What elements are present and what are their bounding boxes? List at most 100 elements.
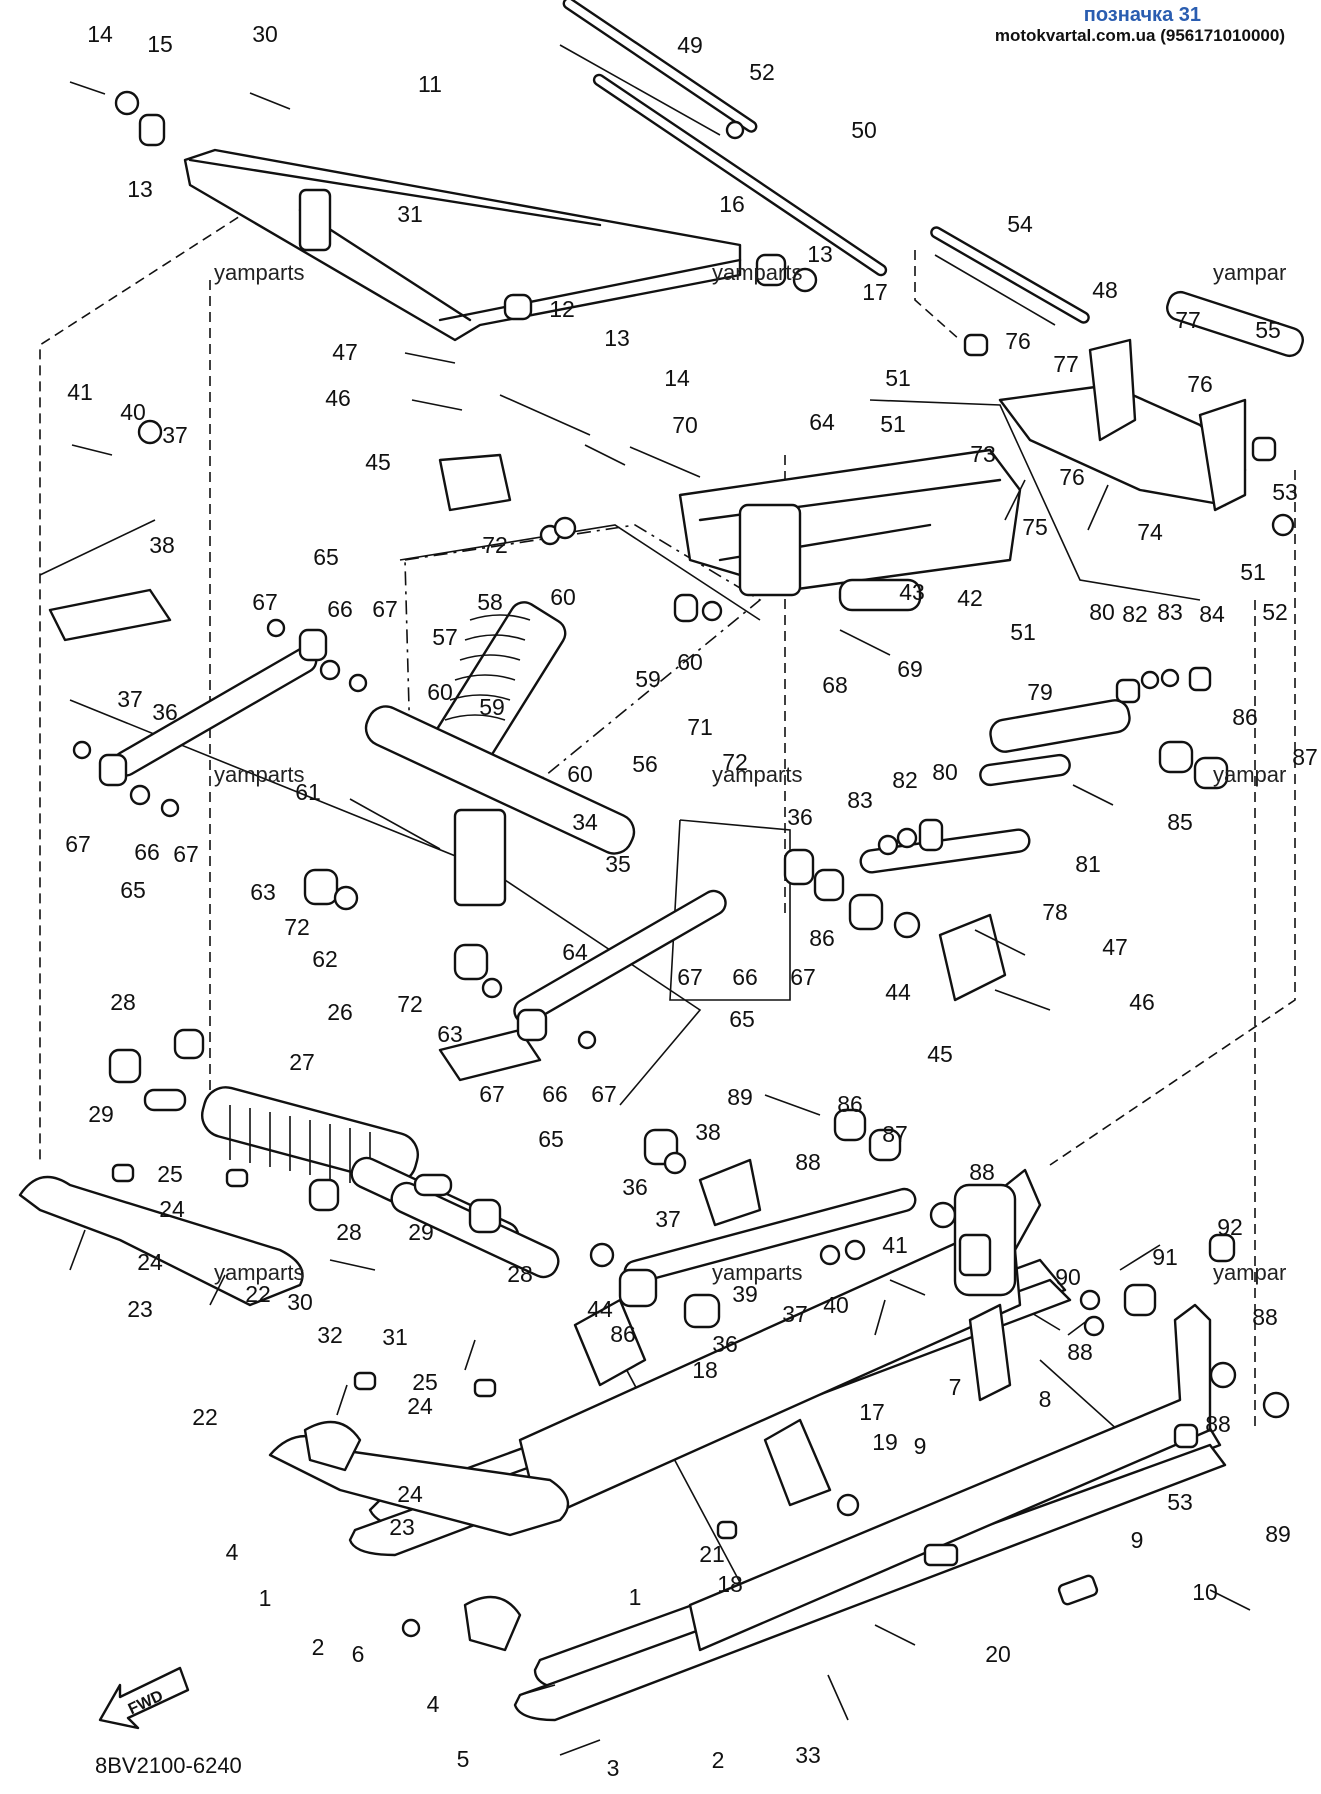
- part-number-label: 64: [562, 939, 588, 965]
- part-number-label: 47: [1102, 934, 1128, 960]
- part-number-label: 76: [1187, 371, 1213, 397]
- part-number-label: 82: [892, 767, 918, 793]
- part-number-label: 86: [1232, 704, 1258, 730]
- part-number-label: 23: [389, 1514, 415, 1540]
- part-number-label: 6: [352, 1641, 365, 1667]
- part-number-label: 29: [88, 1101, 114, 1127]
- watermark: yamparts: [214, 762, 304, 787]
- part-number-label: 37: [117, 686, 143, 712]
- part-number-label: 86: [809, 925, 835, 951]
- part-number-label: 51: [885, 365, 911, 391]
- part-number-label: 17: [859, 1399, 885, 1425]
- part-number-label: 34: [572, 809, 598, 835]
- part-number-label: 47: [332, 339, 358, 365]
- part-number-label: 1: [629, 1584, 642, 1610]
- part-number-label: 16: [719, 191, 745, 217]
- part-number-label: 24: [407, 1393, 433, 1419]
- part-number-label: 71: [687, 714, 713, 740]
- part-number-label: 70: [672, 412, 698, 438]
- part-number-label: 87: [882, 1121, 908, 1147]
- part-number-label: 38: [695, 1119, 721, 1145]
- part-number-label: 11: [418, 71, 442, 97]
- slide-rails: [348, 1168, 1227, 1722]
- part-number-label: 72: [284, 914, 310, 940]
- part-number-label: 88: [1252, 1304, 1278, 1330]
- part-number-label: 44: [885, 979, 911, 1005]
- part-number-label: 50: [851, 117, 877, 143]
- part-number-label: 63: [437, 1021, 463, 1047]
- bolts: [69, 44, 1251, 1756]
- part-number-label: 30: [287, 1289, 313, 1315]
- part-number-label: 8: [1039, 1386, 1052, 1412]
- part-number-label: 88: [795, 1149, 821, 1175]
- part-number-label: 21: [699, 1541, 725, 1567]
- part-number-label: 25: [412, 1369, 438, 1395]
- part-number-label: 65: [120, 877, 146, 903]
- watermark: yampar: [1213, 260, 1286, 285]
- watermark: yamparts: [712, 1260, 802, 1285]
- rear-arm: [678, 448, 1022, 612]
- part-number-label: 53: [1272, 479, 1298, 505]
- part-number-label: 45: [927, 1041, 953, 1067]
- part-number-label: 67: [677, 964, 703, 990]
- part-number-label: 18: [692, 1357, 718, 1383]
- part-number-label: 65: [729, 1006, 755, 1032]
- part-number-label: 2: [312, 1634, 325, 1660]
- part-number-label: 60: [677, 649, 703, 675]
- part-number-label: 36: [622, 1174, 648, 1200]
- part-number-label: 22: [192, 1404, 218, 1430]
- part-number-label: 76: [1005, 328, 1031, 354]
- watermark: yamparts: [214, 260, 304, 285]
- part-number-label: 42: [957, 585, 983, 611]
- part-number-label: 20: [985, 1641, 1011, 1667]
- part-number-label: 68: [822, 672, 848, 698]
- part-number-label: 37: [655, 1206, 681, 1232]
- part-number-label: 36: [712, 1331, 738, 1357]
- part-number-label: 2: [712, 1747, 725, 1773]
- cross-shafts: [112, 0, 1131, 1285]
- part-number-label: 13: [807, 241, 833, 267]
- part-number-label: 57: [432, 624, 458, 650]
- part-number-label: 40: [120, 399, 146, 425]
- part-number-label: 52: [1262, 599, 1288, 625]
- part-number-label: 24: [159, 1196, 185, 1222]
- part-number-label: 53: [1167, 1489, 1193, 1515]
- watermarks: yamparts yamparts yampar yamparts yampar…: [214, 260, 1286, 1285]
- part-number-label: 3: [607, 1755, 620, 1781]
- part-number-label: 75: [1022, 514, 1048, 540]
- part-number-label: 48: [1092, 277, 1118, 303]
- part-number-label: 67: [479, 1081, 505, 1107]
- part-number-label: 55: [1255, 317, 1281, 343]
- part-number-label: 77: [1053, 351, 1079, 377]
- part-number-label: 84: [1199, 601, 1225, 627]
- part-number-label: 86: [610, 1321, 636, 1347]
- part-number-label: 66: [134, 839, 160, 865]
- fwd-arrow: FWD: [98, 1666, 190, 1730]
- part-number-label: 60: [550, 584, 576, 610]
- part-number-label: 10: [1192, 1579, 1218, 1605]
- center-shaft: [364, 705, 636, 907]
- front-arm: [183, 148, 742, 342]
- part-number-label: 24: [137, 1249, 163, 1275]
- part-number-label: 29: [408, 1219, 434, 1245]
- part-number-label: 74: [1137, 519, 1163, 545]
- part-number-label: 14: [87, 21, 113, 47]
- part-number-label: 67: [252, 589, 278, 615]
- part-number-label: 65: [538, 1126, 564, 1152]
- part-number-label: 77: [1175, 307, 1201, 333]
- watermark: yamparts: [712, 260, 802, 285]
- part-number-label: 28: [336, 1219, 362, 1245]
- part-number-label: 67: [65, 831, 91, 857]
- part-number-label: 28: [110, 989, 136, 1015]
- part-number-label: 26: [327, 999, 353, 1025]
- part-number-label: 32: [317, 1322, 343, 1348]
- part-number-label: 19: [872, 1429, 898, 1455]
- part-number-label: 78: [1042, 899, 1068, 925]
- part-number-label: 62: [312, 946, 338, 972]
- part-number-label: 69: [897, 656, 923, 682]
- part-number-label: 89: [1265, 1521, 1291, 1547]
- part-number-label: 76: [1059, 464, 1085, 490]
- part-number-label: 43: [899, 579, 925, 605]
- part-number-label: 22: [245, 1281, 271, 1307]
